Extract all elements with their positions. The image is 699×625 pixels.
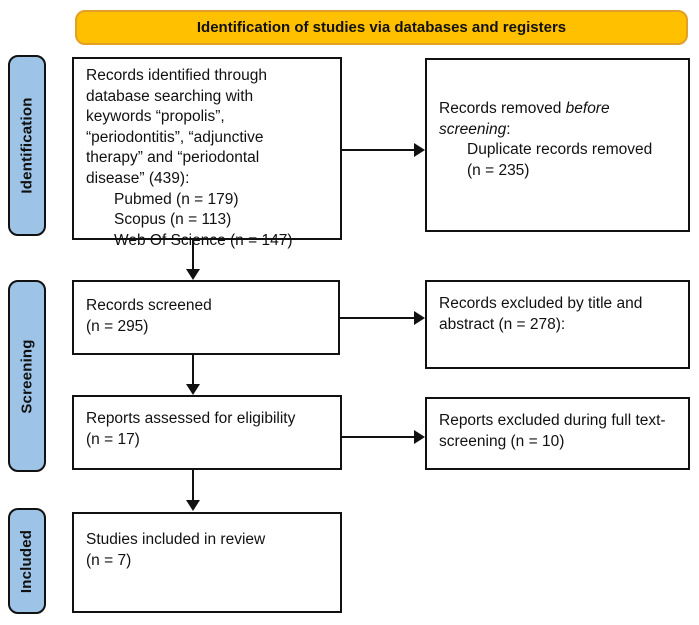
text-line: (n = 17): [86, 430, 140, 448]
text-line-database-count: Pubmed (n = 179): [114, 190, 239, 208]
stage-label-included: Included: [8, 508, 46, 614]
box-records-removed: Records removed before screening: Duplic…: [425, 58, 690, 232]
box-reports-assessed: Reports assessed for eligibility (n = 17…: [72, 395, 342, 470]
box-studies-included: Studies included in review (n = 7): [72, 512, 342, 613]
arrow-assessed-to-excluded-head: [414, 430, 425, 444]
text-line: disease” (439):: [86, 169, 190, 187]
text-line: therapy” and “periodontal: [86, 149, 260, 167]
box-reports-excluded-fulltext: Reports excluded during full text- scree…: [425, 397, 690, 470]
stage-label-identification-text: Identification: [18, 97, 36, 194]
text-line: keywords “propolis”,: [86, 108, 225, 126]
arrow-identified-to-removed-line: [342, 149, 415, 151]
text-line: Records excluded by title and: [439, 295, 643, 312]
text-segment: Records removed: [439, 100, 566, 117]
arrow-screened-to-excluded-line: [340, 317, 415, 319]
text-line: Reports excluded during full text-: [439, 412, 666, 429]
text-segment-italic: before: [565, 100, 610, 117]
box-records-screened: Records screened (n = 295): [72, 280, 340, 355]
arrow-assessed-to-excluded-line: [342, 436, 415, 438]
box-records-identified: Records identified through database sear…: [72, 57, 342, 249]
stage-label-screening-text: Screening: [18, 338, 36, 414]
arrow-identified-to-screened-head: [186, 269, 200, 280]
text-line: Studies included in review: [86, 531, 266, 548]
text-line: (n = 295): [86, 317, 149, 335]
text-line: abstract (n = 278):: [439, 315, 566, 333]
arrow-assessed-to-included-line: [192, 470, 194, 501]
arrow-screened-to-assessed-head: [186, 384, 200, 395]
text-line: “periodontitis”, “adjunctive: [86, 128, 264, 146]
stage-label-identification: Identification: [8, 55, 46, 236]
text-line: Records removed before: [439, 99, 682, 120]
text-line: Records identified through: [86, 67, 267, 84]
arrow-screened-to-excluded-head: [414, 311, 425, 325]
text-segment-italic: screening: [439, 120, 507, 138]
stage-label-included-text: Included: [18, 529, 36, 593]
text-line: screening:: [439, 120, 682, 141]
text-line-database-count: Web Of Science (n = 147): [114, 231, 293, 249]
text-line: (n = 7): [86, 551, 132, 569]
text-line: database searching with: [86, 87, 254, 105]
stage-label-screening: Screening: [8, 280, 46, 472]
text-line: Duplicate records removed: [467, 141, 653, 159]
diagram-title: Identification of studies via databases …: [196, 19, 567, 36]
box-records-excluded-title-abstract: Records excluded by title and abstract (…: [425, 280, 690, 369]
text-line: (n = 235): [467, 161, 530, 179]
text-line: screening (n = 10): [439, 432, 565, 450]
arrow-assessed-to-included-head: [186, 500, 200, 511]
arrow-identified-to-removed-head: [414, 143, 425, 157]
text-line: Reports assessed for eligibility: [86, 410, 296, 427]
text-segment: :: [506, 120, 511, 138]
text-line: Records screened: [86, 297, 212, 314]
diagram-title-banner: Identification of studies via databases …: [75, 10, 688, 45]
arrow-identified-to-screened-line: [192, 240, 194, 270]
arrow-screened-to-assessed-line: [192, 355, 194, 385]
text-line-database-count: Scopus (n = 113): [114, 211, 232, 229]
